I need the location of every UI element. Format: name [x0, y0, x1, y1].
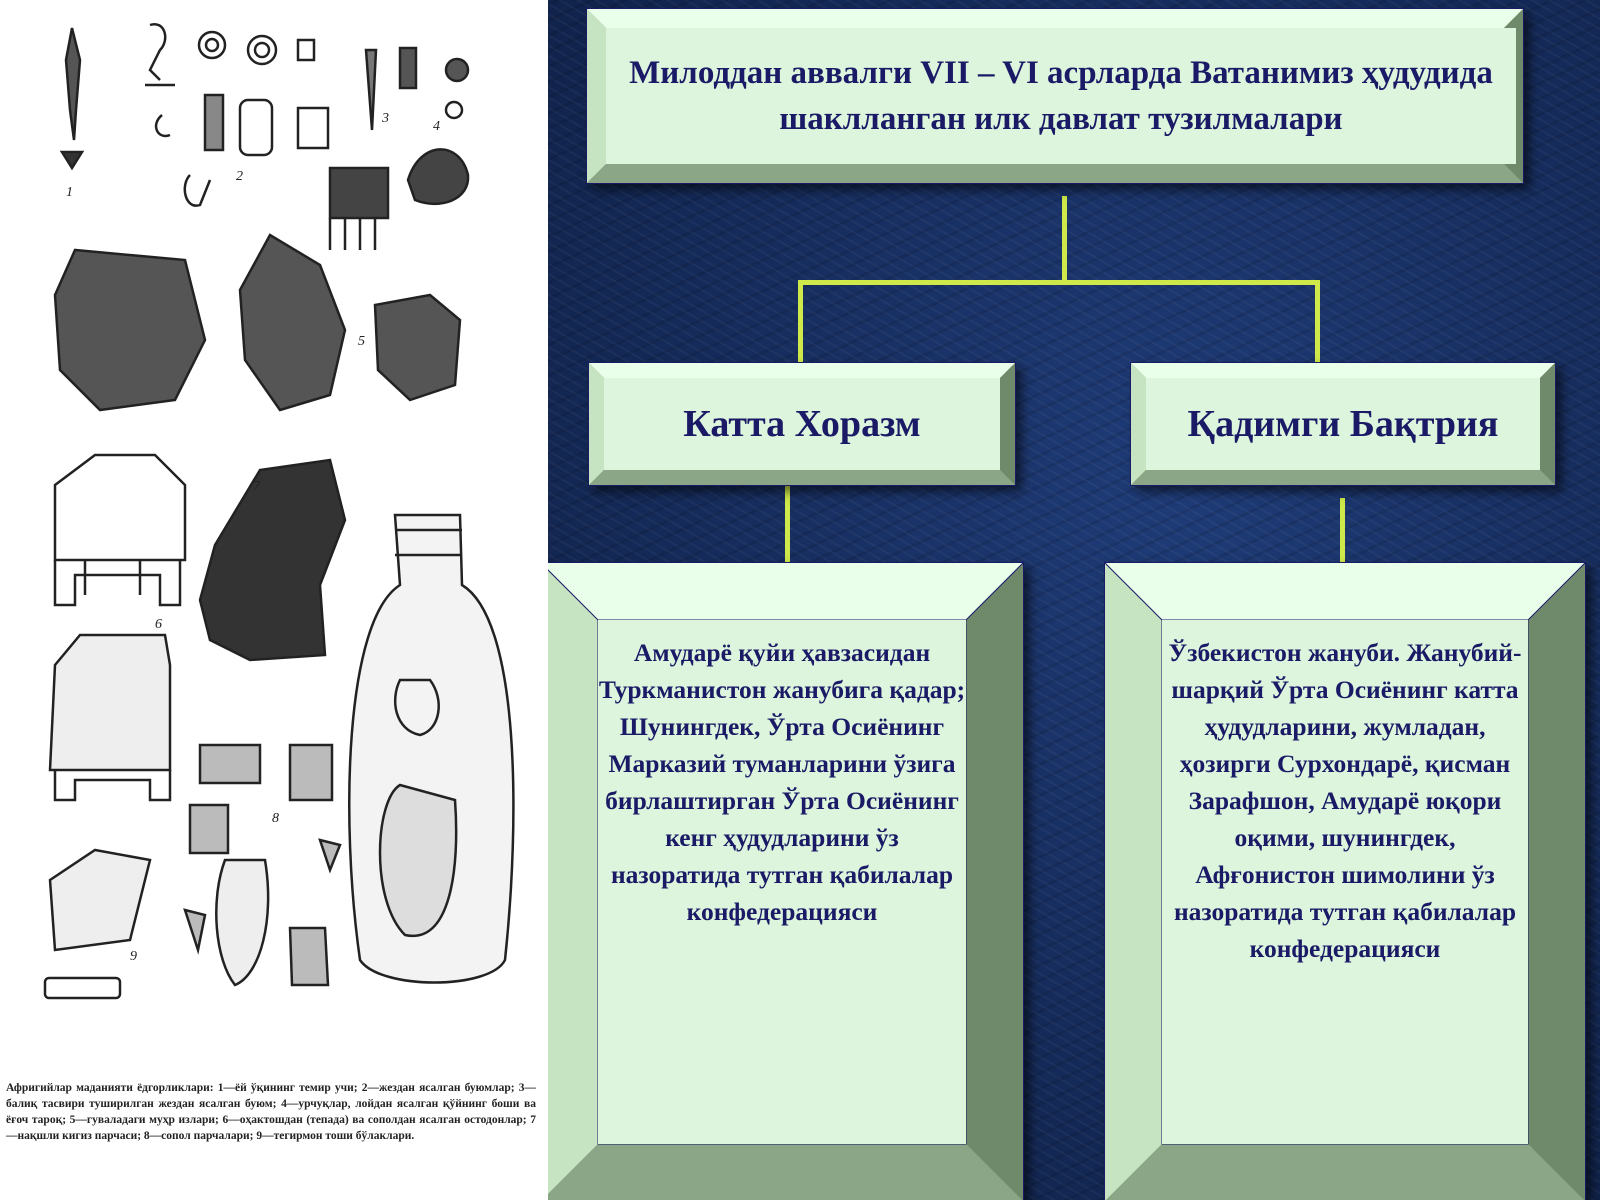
- figure-number: 2: [236, 169, 243, 184]
- artifact-pottery-shards: [183, 743, 342, 987]
- connector-left-down: [798, 280, 803, 364]
- figure-number: 5: [358, 334, 365, 349]
- figure-number: 7: [253, 479, 261, 494]
- diagram-title: Милоддан аввалги VII – VI асрларда Ватан…: [606, 28, 1516, 164]
- figure-number: 4: [433, 119, 440, 134]
- connector-right-down: [1315, 280, 1320, 364]
- artifact-bronze-items: [145, 22, 330, 207]
- figure-number: 8: [272, 811, 279, 826]
- artifact-arrowhead: [59, 27, 85, 171]
- region-box-left: Катта Хоразм: [588, 362, 1016, 486]
- connector-right-detail: [1340, 498, 1345, 563]
- title-box: Милоддан аввалги VII – VI асрларда Ватан…: [586, 8, 1524, 184]
- figure-number: 3: [381, 111, 389, 126]
- plate-caption: Афригийлар маданияти ёдгорликлари: 1—ёй …: [6, 1082, 536, 1142]
- figure-number: 6: [155, 617, 162, 632]
- connector-left-detail: [785, 486, 790, 563]
- region-box-left-bevel: [588, 362, 1016, 486]
- figure-number: 1: [66, 185, 73, 200]
- region-description-left: Амударё қуйи ҳавзасидан Туркманистон жан…: [598, 620, 966, 1144]
- description-box-left-bevel: [548, 562, 1024, 1200]
- description-box-right: Ўзбекистон жануби. Жанубий-шарқий Ўрта О…: [1104, 562, 1586, 1200]
- connector-horizontal: [798, 280, 1320, 285]
- description-box-left: Амударё қуйи ҳавзасидан Туркманистон жан…: [548, 562, 1024, 1200]
- artifact-felt-fragment: [198, 458, 347, 662]
- artifact-plate: 1 2 3 4 5 6 7 8 9 Афригийлар маданияти ё…: [0, 0, 548, 1200]
- figure-numbers: 1 2 3 4 5 6 7 8 9: [66, 111, 440, 964]
- region-name-right: Қадимги Бақтрия: [1146, 378, 1540, 470]
- region-name-left: Катта Хоразм: [604, 378, 1000, 470]
- figure-number: 9: [130, 949, 137, 964]
- diagram-slide: Милоддан аввалги VII – VI асрларда Ватан…: [548, 0, 1600, 1200]
- artifact-millstone: [43, 848, 152, 1000]
- region-box-right: Қадимги Бақтрия: [1130, 362, 1556, 486]
- connector-trunk: [1062, 196, 1067, 282]
- artifact-spindles-comb: [328, 46, 470, 250]
- region-description-right: Ўзбекистон жануби. Жанубий-шарқий Ўрта О…: [1162, 620, 1528, 1144]
- region-box-right-bevel: [1130, 362, 1556, 486]
- artifact-illustrations: 1 2 3 4 5 6 7 8 9: [43, 22, 515, 1000]
- description-box-right-bevel: [1104, 562, 1586, 1200]
- artifact-ossuaries: [48, 453, 187, 802]
- artifact-clay-seals: [53, 233, 462, 412]
- artifact-large-jug: [348, 513, 515, 984]
